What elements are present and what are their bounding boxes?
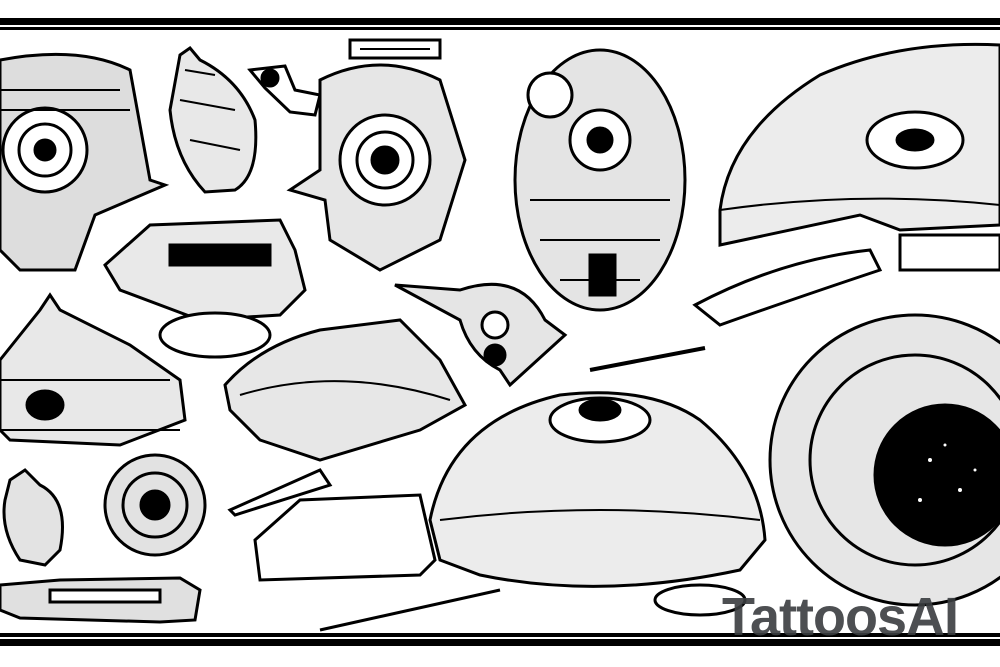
pod-small-center xyxy=(394,282,568,388)
cat-sitting-top xyxy=(168,45,258,194)
ship-wedge-center xyxy=(223,318,468,517)
ship-rail-bottom-left xyxy=(0,576,202,624)
top-border-thick xyxy=(0,18,1000,25)
cat-bottom-left xyxy=(2,468,64,567)
badge-round-bottom-left xyxy=(103,453,207,557)
bottom-border-thick xyxy=(0,639,1000,646)
top-border-thin xyxy=(0,27,1000,30)
ship-round-top-center xyxy=(286,63,467,272)
ship-dome-bottom-center xyxy=(253,391,767,632)
watermark-text: TattoosAI xyxy=(722,587,959,647)
shuttle-left xyxy=(103,218,307,359)
bottom-border-thin xyxy=(0,633,1000,637)
ship-top-left-dome xyxy=(0,52,170,272)
gizmo-top xyxy=(247,64,322,117)
ship-saucer-top-right xyxy=(692,42,1000,327)
ship-ring-bottom-right xyxy=(768,313,1000,607)
ship-egg-top-center-right xyxy=(513,48,687,312)
ship-pointed-left xyxy=(0,292,187,447)
